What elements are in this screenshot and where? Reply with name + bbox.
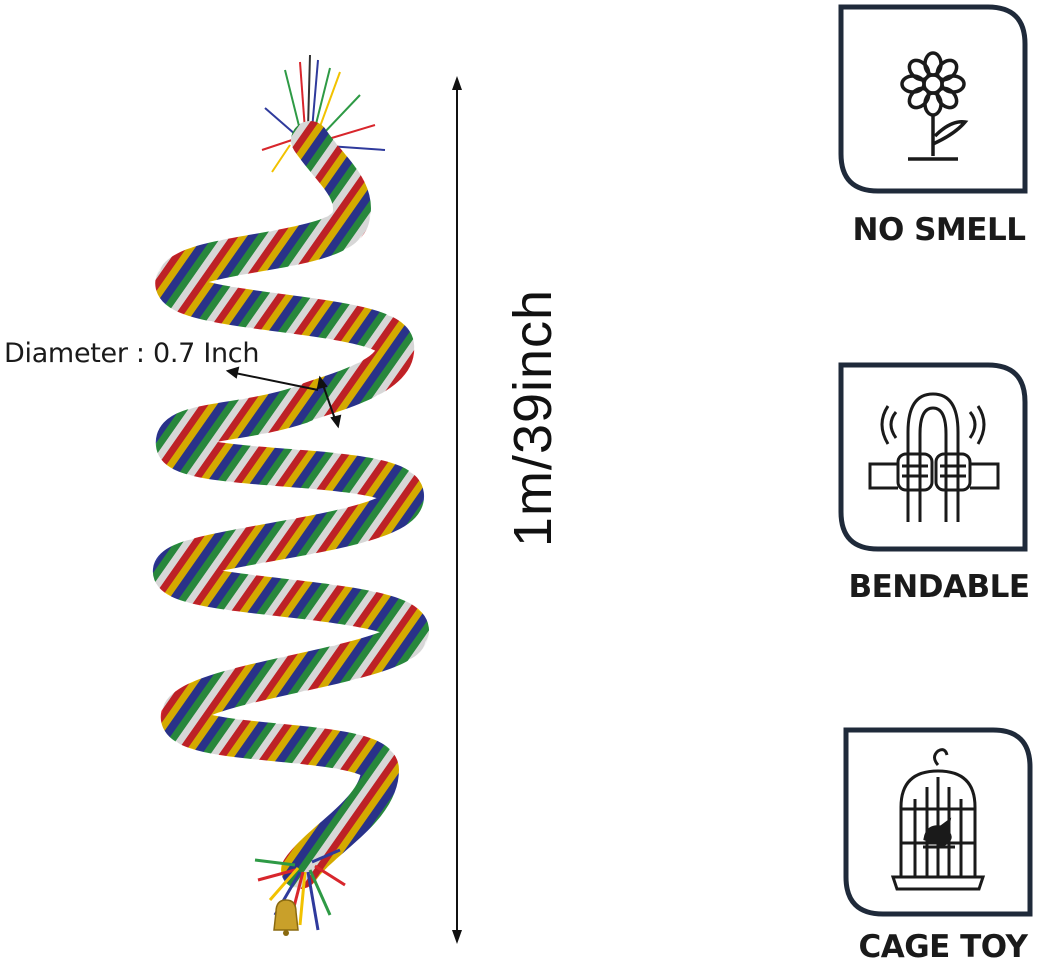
cage-toy-label: CAGE TOY [858,929,1029,965]
birdcage-icon [890,748,986,891]
length-arrow [452,76,462,944]
spiral-rope [153,121,429,889]
length-text: 1m/39inch [503,288,563,547]
diameter-arrow [225,366,342,429]
rope-toy-image [153,54,429,936]
no-smell-label: NO SMELL [852,212,1026,248]
bending-hands-icon [868,392,1000,522]
bendable-badge [838,362,1028,552]
bell-icon [273,899,299,936]
diameter-label: Diameter : 0.7 Inch [4,338,260,369]
flower-icon [900,51,969,161]
length-label: 1m/39inch [478,245,588,590]
bendable-label: BENDABLE [848,569,1030,605]
no-smell-badge [838,4,1028,194]
top-tassel [261,54,386,173]
cage-toy-badge [843,727,1033,917]
